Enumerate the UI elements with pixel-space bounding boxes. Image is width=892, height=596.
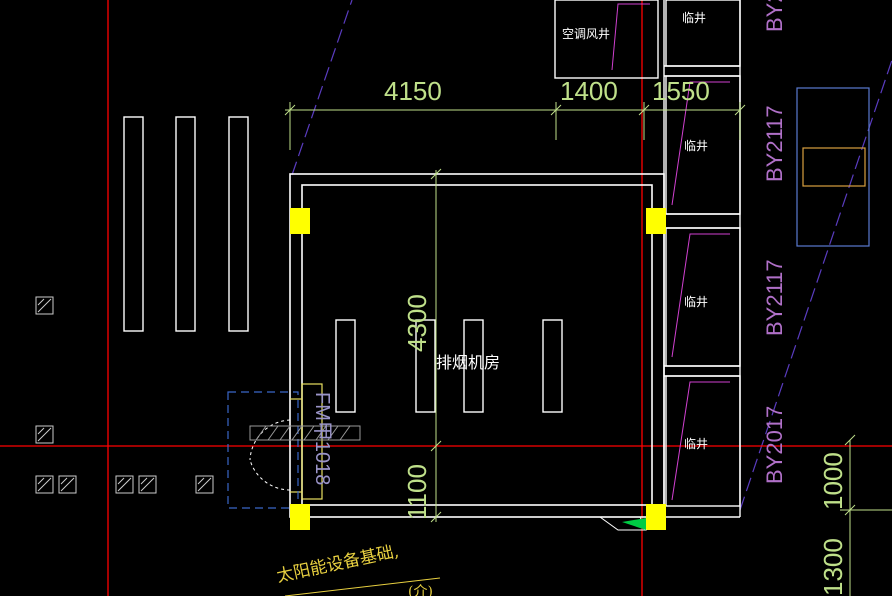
- outdoor-unit-outline: [796, 87, 870, 247]
- note-leader-line: [284, 577, 441, 596]
- door-frame: [290, 383, 323, 500]
- dimension-top-a: 4150: [384, 76, 442, 106]
- door-swing-arcs: [249, 419, 291, 491]
- shaft-label-top-right: 临井: [682, 11, 706, 25]
- outdoor-unit-base: [802, 147, 866, 187]
- tag-by2117-2: BY2117: [762, 259, 787, 336]
- shaft-label-top-left: 空调风井: [562, 27, 610, 41]
- shaft-diagonals: [611, 3, 730, 501]
- dimension-vertical-height: 4300: [402, 294, 432, 352]
- dimension-right-upper: 1000: [818, 452, 848, 510]
- floor-drain-marker: [622, 518, 646, 530]
- tag-top: BY2: [762, 0, 787, 32]
- equipment-panel-1: [123, 116, 144, 332]
- equipment-panel-3: [228, 116, 249, 332]
- dimension-vertical-lower: 1100: [402, 464, 432, 520]
- dimension-right-lower: 1300: [818, 538, 848, 596]
- room-label: 排烟机房: [436, 353, 500, 372]
- note-tail-text: (介): [408, 584, 433, 596]
- equipment-panel-2: [175, 116, 196, 332]
- structural-columns: [290, 208, 666, 530]
- shaft-label-1: 临井: [684, 139, 708, 153]
- shaft-label-2: 临井: [684, 295, 708, 309]
- tag-by2017: BY2017: [762, 406, 787, 484]
- dimension-top-b: 1400: [560, 76, 618, 106]
- room-walls: [289, 173, 665, 518]
- shaft-column: [554, 0, 741, 518]
- dimension-top-c: 1550: [652, 76, 710, 106]
- tag-by2117-1: BY2117: [762, 105, 787, 182]
- hatch-symbols: [35, 296, 214, 494]
- note-text: 太阳能设备基础,: [275, 541, 401, 586]
- door-swing-area: [227, 391, 299, 509]
- shaft-label-3: 临井: [684, 437, 708, 451]
- dashed-diagonal-left: [291, 0, 353, 176]
- door-label: FM甲1018: [311, 392, 333, 485]
- threshold-hatch: [249, 425, 361, 441]
- room-equipment: [335, 319, 563, 413]
- dimension-lines: [284, 102, 892, 596]
